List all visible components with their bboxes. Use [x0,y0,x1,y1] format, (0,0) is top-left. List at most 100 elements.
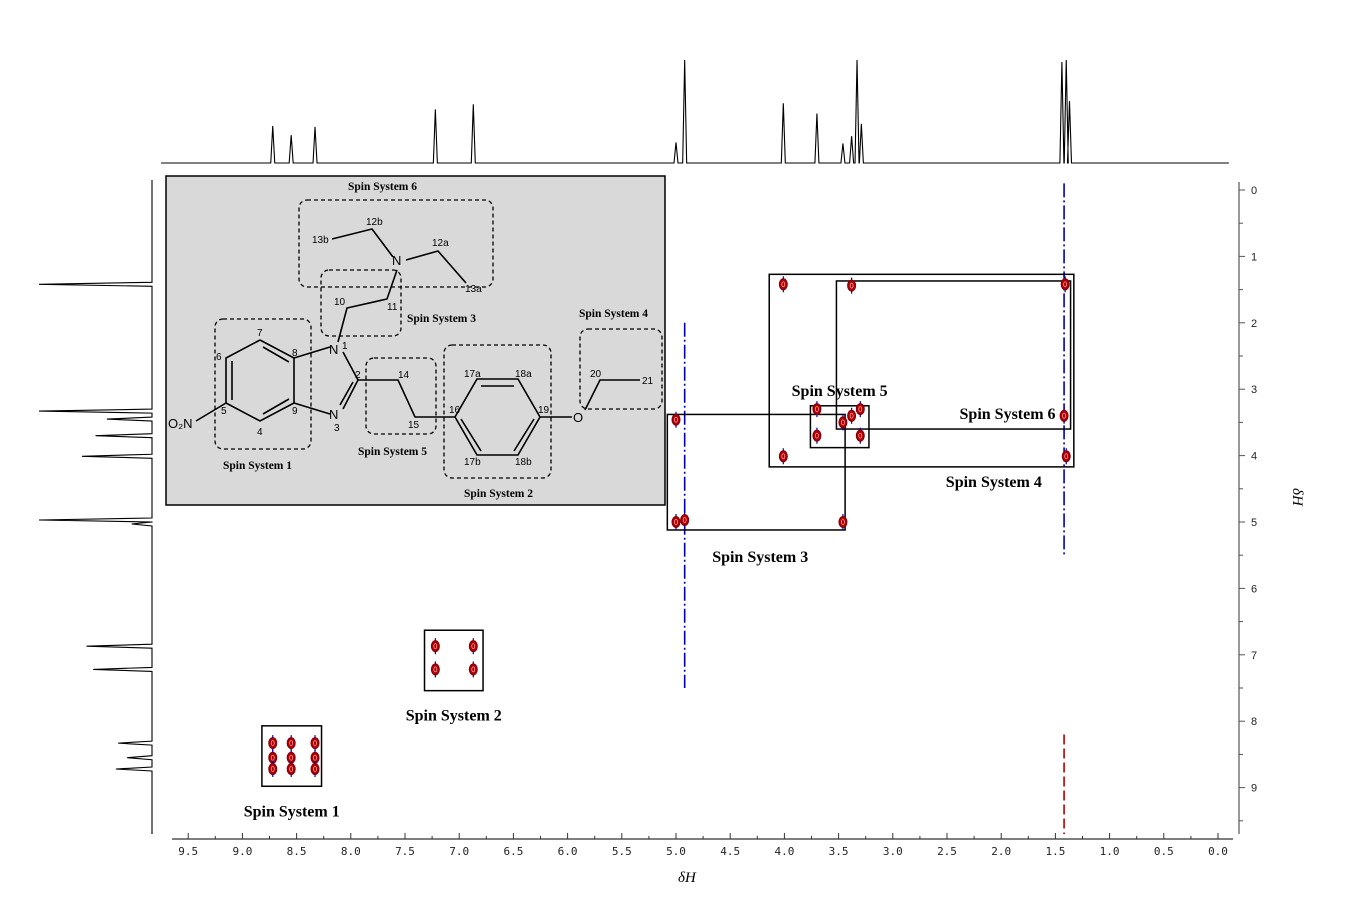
x-tick-label: 3.0 [883,845,903,858]
atom-labels: N N N O O₂N 13b 12b 12a 13a 10 11 1 2 3 … [168,217,654,468]
atom-21: 21 [642,376,654,387]
y-tick-label: 7 [1251,650,1257,662]
cross-peak [286,763,296,776]
cross-peak-inner-contour [289,754,294,761]
x-tick-label: 9.5 [178,845,198,858]
cross-peak [1061,450,1071,463]
cross-peak [838,516,848,528]
atom-17a: 17a [464,369,481,380]
bond-c9-n3 [293,402,331,415]
cross-peak-inner-contour [313,754,317,761]
region-ss6 [298,199,494,288]
region-ss1 [214,318,312,450]
atom-12a: 12a [432,238,449,249]
cross-peak-inner-contour [781,281,786,288]
cross-peak-inner-contour [270,740,275,746]
y-tick-label: 2 [1251,318,1257,330]
top-projection-trace [161,59,1229,164]
cross-peak-inner-contour [674,519,678,525]
cross-peak [855,429,865,442]
cross-peak [671,516,681,528]
x-tick-label: 7.5 [395,845,415,858]
cross-peak [1059,409,1069,422]
atom-17b: 17b [464,457,481,468]
cross-peak [778,278,788,291]
bond-c8-n1 [293,346,331,359]
cross-peak-inner-contour [815,432,819,439]
cross-peak [310,763,320,776]
bond-c2-n3-double [339,381,354,406]
panel-label-ss6: Spin System 6 [348,181,417,193]
left-projection-trace [38,180,153,835]
bond-double-3 [262,398,290,415]
x-tick-label: 1.0 [1100,845,1120,858]
region-ss2 [443,344,552,479]
cross-peak [671,413,681,426]
cross-peak [680,514,690,527]
atom-16: 16 [449,405,461,416]
x-tick-label: 6.5 [503,845,523,858]
atom-15: 15 [408,420,420,431]
spin-system-label: Spin System 6 [960,406,1056,423]
atom-9: 9 [292,406,298,417]
bond-ethyl-b [331,228,394,258]
cross-peak-inner-contour [1064,453,1069,460]
spin-system-box [261,725,323,788]
spin-system-box [666,413,846,531]
cross-peak-inner-contour [433,643,438,650]
cross-peak [812,403,822,416]
cross-peak-inner-contour [471,643,476,650]
bond-ethyl-a [405,250,467,284]
cross-peak [268,737,278,750]
spin-system-box [768,273,1075,468]
atom-n3: N [329,407,338,422]
bond-phenyl-double-3 [460,418,482,452]
x-tick-label: 8.0 [341,845,361,858]
cross-peak-inner-contour [313,766,317,772]
cross-peak-inner-contour [682,517,687,523]
cross-peak-inner-contour [841,419,845,426]
atom-n1: N [329,342,338,357]
bond-nitro [195,402,227,422]
cross-peak [430,640,440,653]
spin-system-label: Spin System 3 [712,549,808,566]
cross-peak-inner-contour [471,666,476,673]
y-tick-label: 5 [1251,517,1257,529]
cross-peak-inner-contour [674,416,678,423]
region-ss3 [320,269,402,337]
molecule-dashed-regions [214,199,663,479]
cross-peak-inner-contour [289,766,294,772]
cross-peak-inner-contour [849,282,854,289]
cross-peak [430,663,440,676]
x-tick-label: 6.0 [558,845,578,858]
panel-label-ss3: Spin System 3 [407,313,476,325]
y-tick-label: 6 [1251,583,1257,595]
t1-noise-ridges [683,183,1065,835]
y-tick-label: 9 [1251,783,1257,795]
cross-peak [838,416,848,429]
atom-4: 4 [257,427,263,438]
x-tick-label: 5.5 [612,845,632,858]
spin-system-label: Spin System 4 [946,474,1042,491]
x-tick-label: 7.0 [449,845,469,858]
cross-peak [1060,278,1070,291]
x-axis-title: δH [678,870,697,886]
atom-5: 5 [221,406,227,417]
cross-peak [286,737,296,750]
spin-system-label: Spin System 5 [792,383,888,400]
atom-o: O [573,410,583,425]
cross-peak-inner-contour [433,666,438,673]
cross-peak [268,763,278,776]
molecule-panel-background [165,175,666,506]
atom-12b: 12b [366,217,383,228]
cross-peak [778,450,788,463]
panel-label-ss2: Spin System 2 [464,488,533,500]
panel-label-ss5: Spin System 5 [358,446,427,458]
x-tick-label: 3.5 [829,845,849,858]
bond-phenyl-double-2 [513,418,535,452]
cross-peak-inner-contour [289,740,294,746]
cross-peak-inner-contour [815,406,819,412]
x-tick-label: 0.0 [1208,845,1228,858]
y-tick-label: 1 [1251,251,1257,263]
